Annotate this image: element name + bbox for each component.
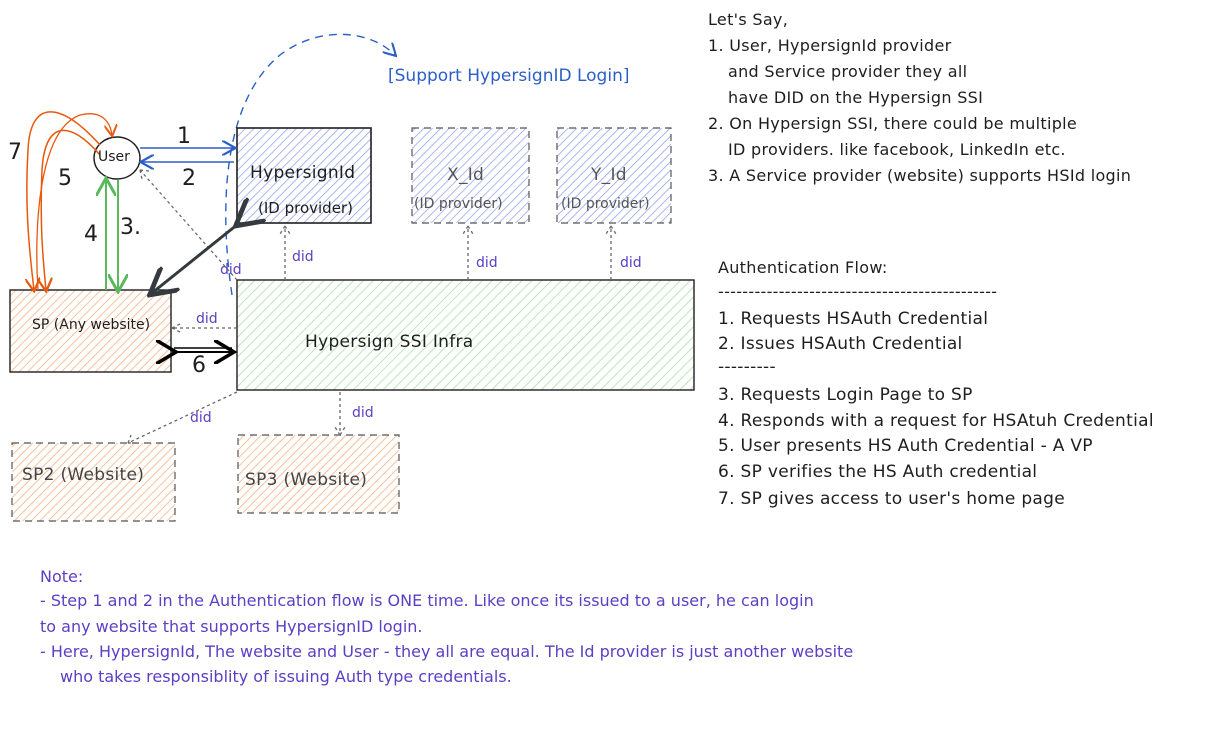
did-label-sp: did	[196, 311, 218, 327]
did-line-sp2	[127, 391, 238, 444]
lets-say-line-4: 2. On Hypersign SSI, there could be mult…	[708, 114, 1078, 133]
support-hypersignid-label: [Support HypersignID Login]	[388, 66, 630, 86]
lets-say-line-6: 3. A Service provider (website) supports…	[708, 166, 1132, 185]
arrow-step-7	[27, 111, 101, 290]
x-id-subtitle: (ID provider)	[414, 196, 503, 212]
sp2-label: SP2 (Website)	[22, 465, 145, 485]
did-label-xid: did	[476, 255, 498, 271]
did-label-sp2: did	[190, 410, 212, 426]
did-label-user: did	[220, 262, 242, 278]
sp2-box	[11, 442, 176, 522]
lets-say-line-2: and Service provider they all	[728, 62, 968, 81]
hypersignid-title: HypersignId	[250, 163, 356, 183]
step-number-5: 5	[58, 166, 72, 191]
auth-flow-short-rule: ---------	[718, 357, 776, 377]
infra-box	[236, 279, 695, 391]
step-number-6: 6	[192, 353, 206, 378]
auth-flow-step-1: 1. Requests HSAuth Credential	[718, 309, 989, 329]
lets-say-line-1: 1. User, HypersignId provider	[708, 36, 952, 55]
arrow-step-5	[41, 129, 101, 290]
lets-say-title: Let's Say,	[708, 10, 789, 29]
auth-flow-title: Authentication Flow:	[718, 258, 888, 277]
note-line-3: - Here, HypersignId, The website and Use…	[40, 642, 854, 661]
step-number-7: 7	[8, 140, 22, 165]
x-id-title: X_Id	[447, 165, 485, 185]
sp3-box	[237, 434, 400, 514]
step-number-3: 3.	[120, 215, 141, 240]
hypersignid-subtitle: (ID provider)	[258, 199, 353, 217]
did-label-yid: did	[620, 255, 642, 271]
auth-flow-step-7: 7. SP gives access to user's home page	[718, 489, 1065, 509]
sp-label: SP (Any website)	[32, 317, 151, 333]
lets-say-line-5: ID providers. like facebook, LinkedIn et…	[728, 140, 1066, 159]
auth-flow-step-2: 2. Issues HSAuth Credential	[718, 334, 963, 354]
did-label-sp3: did	[352, 405, 374, 421]
note-line-2: to any website that supports HypersignID…	[40, 617, 423, 636]
arrow-hypersignid-sp	[152, 224, 238, 293]
auth-flow-step-6: 6. SP verifies the HS Auth credential	[718, 462, 1038, 482]
auth-flow-step-4: 4. Responds with a request for HSAtuh Cr…	[718, 411, 1154, 431]
auth-flow-rule: ----------------------------------------…	[718, 282, 998, 301]
step-number-1: 1	[177, 124, 191, 149]
lets-say-line-3: have DID on the Hypersign SSI	[728, 88, 984, 107]
y-id-title: Y_Id	[591, 165, 627, 185]
y-id-subtitle: (ID provider)	[561, 196, 650, 212]
sp3-label: SP3 (Website)	[245, 470, 368, 490]
sp-box	[9, 289, 172, 373]
note-title: Note:	[40, 567, 84, 586]
y-id-box	[556, 127, 672, 224]
note-line-1: - Step 1 and 2 in the Authentication flo…	[40, 591, 814, 610]
auth-flow-step-5: 5. User presents HS Auth Credential - A …	[718, 436, 1093, 456]
step-number-2: 2	[182, 166, 196, 191]
note-line-4: who takes responsiblity of issuing Auth …	[60, 667, 512, 686]
did-label-hypersignid: did	[292, 249, 314, 265]
x-id-box	[411, 127, 530, 224]
user-label: User	[98, 149, 130, 165]
infra-label: Hypersign SSI Infra	[305, 332, 474, 352]
arrow-step-7b	[36, 113, 112, 291]
auth-flow-step-3: 3. Requests Login Page to SP	[718, 385, 973, 405]
step-number-4: 4	[84, 222, 98, 247]
